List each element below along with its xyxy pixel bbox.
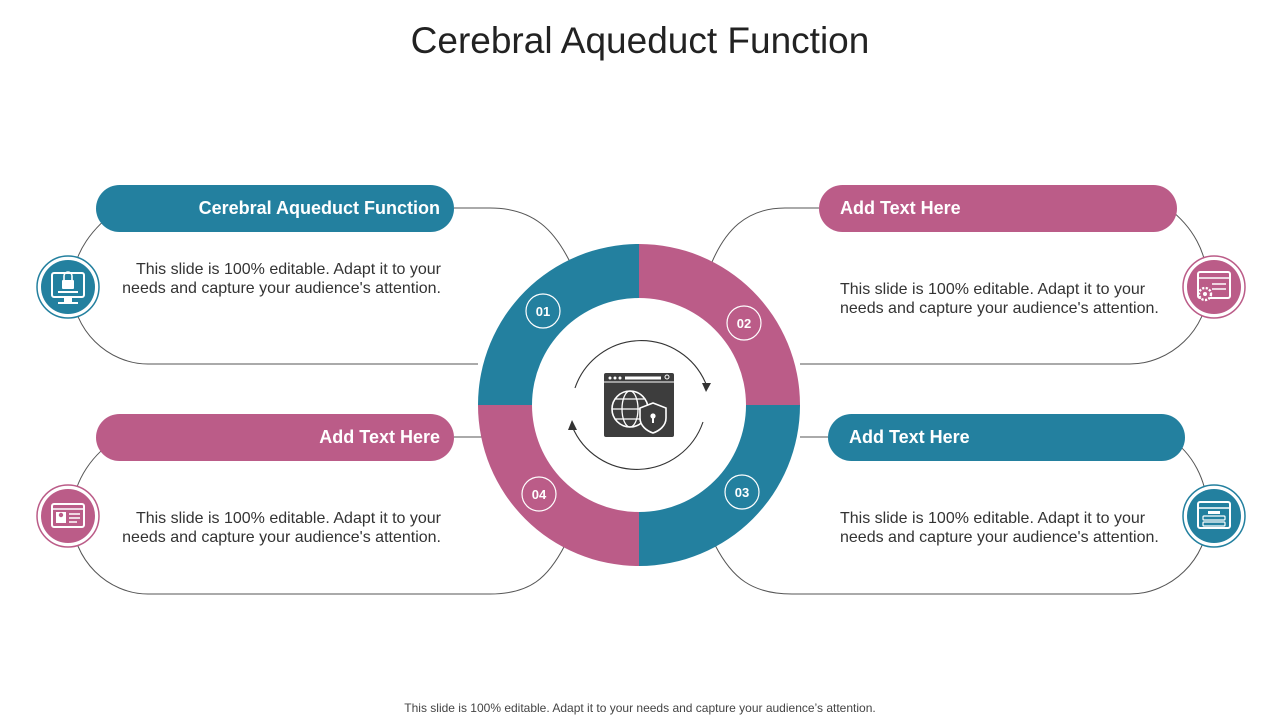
description-04: This slide is 100% editable. Adapt it to… [100, 509, 441, 547]
segment-03 [639, 405, 800, 566]
number-badges: 01 02 03 04 [521, 293, 762, 512]
number-label-01: 01 [536, 304, 550, 319]
heading-pill-04: Add Text Here [96, 414, 454, 461]
monitor-lock-icon [36, 255, 100, 319]
number-label-04: 04 [532, 487, 547, 502]
heading-pill-01: Cerebral Aqueduct Function [96, 185, 454, 232]
donut-ring [478, 244, 800, 566]
window-gear-icon [1182, 255, 1246, 319]
connector-03 [714, 436, 1209, 595]
segment-01 [478, 244, 639, 405]
description-04-line1: This slide is 100% editable. Adapt it to… [135, 510, 441, 527]
heading-pill-03: Add Text Here [828, 414, 1185, 461]
description-03-line1: This slide is 100% editable. Adapt it to… [840, 510, 1146, 527]
description-02-line1: This slide is 100% editable. Adapt it to… [840, 281, 1146, 298]
number-label-02: 02 [737, 316, 751, 331]
description-01-line2: needs and capture your audience's attent… [122, 280, 441, 297]
web-security-icon [604, 373, 674, 437]
description-04-line2: needs and capture your audience's attent… [122, 529, 441, 546]
login-window-icon [1182, 484, 1246, 548]
connector-04 [71, 436, 566, 595]
number-label-03: 03 [735, 485, 749, 500]
id-card-icon [36, 484, 100, 548]
description-01: This slide is 100% editable. Adapt it to… [100, 260, 441, 298]
description-01-line1: This slide is 100% editable. Adapt it to… [135, 261, 441, 278]
segment-04 [478, 405, 639, 566]
heading-pill-02: Add Text Here [819, 185, 1177, 232]
footer-note: This slide is 100% editable. Adapt it to… [404, 701, 876, 715]
cycle-arrows-icon [571, 340, 707, 470]
description-03-line2: needs and capture your audience's attent… [840, 529, 1159, 546]
description-02-line2: needs and capture your audience's attent… [840, 300, 1159, 317]
segment-02 [639, 244, 800, 405]
description-03: This slide is 100% editable. Adapt it to… [840, 509, 1180, 547]
description-02: This slide is 100% editable. Adapt it to… [840, 280, 1180, 318]
page-title: Cerebral Aqueduct Function [410, 20, 870, 61]
